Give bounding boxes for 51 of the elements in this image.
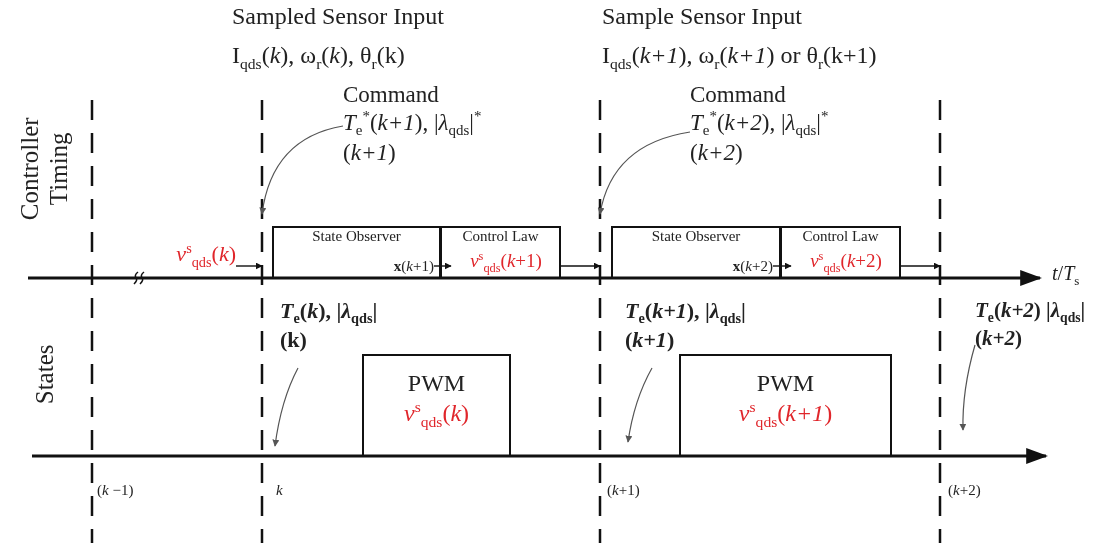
command-title: Command [690, 82, 787, 109]
command-title: Command [343, 82, 440, 109]
arrow [900, 262, 941, 270]
signal-label: v$^{s}$$_{qds}$(k+2) [791, 249, 901, 278]
leader-line [272, 367, 299, 447]
pulse-title: PWM [755, 370, 816, 398]
event-title: Sample Sensor Input [602, 3, 803, 31]
signal-label: v$^{s}$$_{qds}$(k+1) [737, 397, 834, 431]
command-values: T$_{e}$$^{*}$(k+1), |λ$_{qds}$|$^{*}$(k+1) [343, 108, 483, 167]
sample-index: (k+2) [948, 482, 982, 500]
row-label: States [30, 343, 59, 407]
process-box [440, 226, 561, 279]
sample-index: (k+1) [607, 482, 641, 500]
arrow [772, 262, 792, 270]
state-values: T$_{e}$(k+2) |λ$_{qds}$|(k+2) [975, 298, 1105, 368]
signal-label: v$^{s}$$_{qds}$(k+1) [451, 249, 561, 278]
process-box [272, 226, 441, 279]
sensor-values: I$_{qds}$(k+1), ω$_{r}$(k+1) or θ$_{r}$(k+1) [602, 42, 878, 73]
arrow [235, 262, 263, 270]
row-label: Controller Timing [16, 116, 73, 223]
sample-line [260, 100, 264, 543]
state-values: T$_{e}$(k+1), |λ$_{qds}$|(k+1) [625, 298, 763, 368]
sample-index: k [276, 482, 284, 500]
leader-line [625, 367, 653, 443]
sample-index: (k −1) [97, 482, 135, 500]
sensor-values: I$_{qds}$(k), ω$_{r}$(k), θ$_{r}$(k) [232, 42, 406, 73]
event-title: Sampled Sensor Input [232, 3, 445, 31]
box-title: State Observer [311, 228, 402, 246]
box-title: State Observer [650, 228, 742, 246]
state-values: T$_{e}$(k), |λ$_{qds}$|(k) [280, 298, 388, 368]
leader-line [597, 131, 691, 215]
axis-label: t/T$_{s}$ [1052, 262, 1081, 289]
sample-line [938, 100, 942, 543]
pulse-box [362, 354, 511, 457]
leader-line [259, 125, 344, 215]
pulse-title: PWM [406, 370, 467, 398]
arrow [560, 262, 601, 270]
process-box [780, 226, 901, 279]
arrow [433, 262, 452, 270]
signal-label: v$^{s}$$_{qds}$(k) [150, 240, 236, 276]
state-vector-label: x(k+2) [711, 258, 773, 278]
state-vector-label: x(k+1) [372, 258, 434, 278]
signal-label: v$^{s}$$_{qds}$(k) [402, 397, 471, 431]
pulse-box [679, 354, 892, 457]
process-box [611, 226, 781, 279]
command-values: T$_{e}$$^{*}$(k+2), |λ$_{qds}$|$^{*}$(k+2) [690, 108, 830, 167]
box-title: Control Law [461, 228, 540, 246]
sample-line [598, 100, 602, 543]
time-axis [32, 448, 1048, 464]
leader-line [959, 344, 976, 431]
box-title: Control Law [801, 228, 880, 246]
